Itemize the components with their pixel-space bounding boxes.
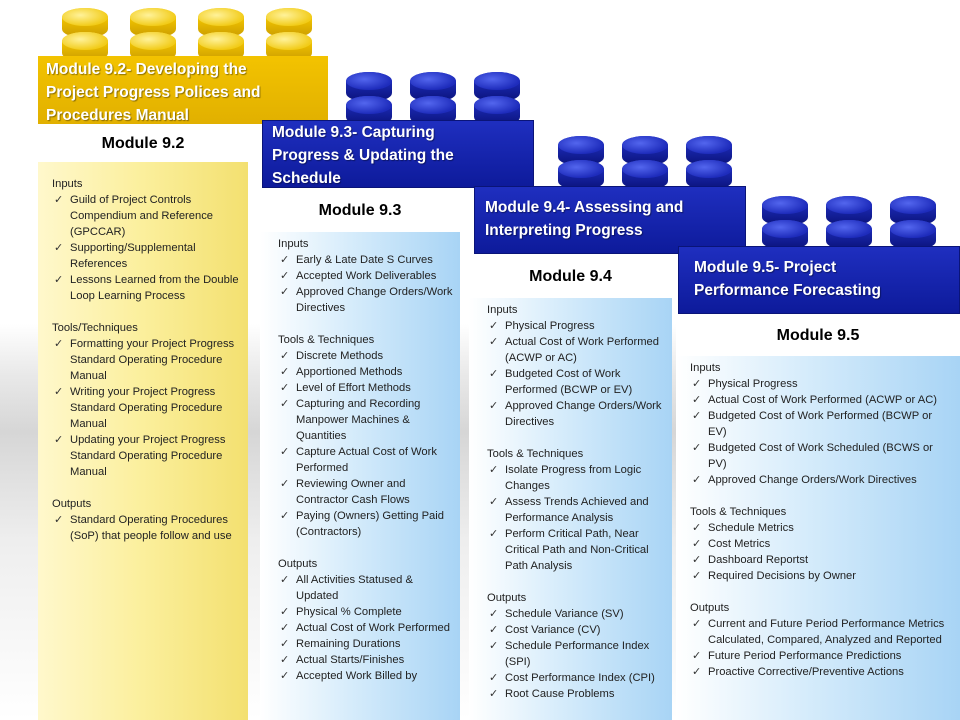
list-item: Accepted Work Billed by [278, 668, 454, 684]
list-item: Actual Cost of Work Performed [278, 620, 454, 636]
list-item: Remaining Durations [278, 636, 454, 652]
module-9-2-panel: Module 9.2 InputsGuild of Project Contro… [38, 124, 248, 720]
list-item: Physical Progress [690, 376, 950, 392]
list-item: Paying (Owners) Getting Paid (Contractor… [278, 508, 454, 540]
list-item: Budgeted Cost of Work Scheduled (BCWS or… [690, 440, 950, 472]
outputs-list: Schedule Variance (SV)Cost Variance (CV)… [487, 606, 666, 702]
list-item: Proactive Corrective/Preventive Actions [690, 664, 950, 680]
brick-stud [890, 220, 936, 250]
outputs-list: Standard Operating Procedures (SoP) that… [52, 512, 240, 544]
list-item: Discrete Methods [278, 348, 454, 364]
list-item: Early & Late Date S Curves [278, 252, 454, 268]
inputs-label: Inputs [52, 178, 83, 190]
list-item: Cost Metrics [690, 536, 950, 552]
list-item: Assess Trends Achieved and Performance A… [487, 494, 666, 526]
brick-stud [686, 136, 732, 166]
tools-list: Isolate Progress from Logic ChangesAsses… [487, 462, 666, 574]
module-9-3-panel: Module 9.3 InputsEarly & Late Date S Cur… [260, 188, 460, 720]
tools-label: Tools & Techniques [487, 448, 584, 460]
list-item: Apportioned Methods [278, 364, 454, 380]
list-item: Physical % Complete [278, 604, 454, 620]
list-item: Level of Effort Methods [278, 380, 454, 396]
list-item: Perform Critical Path, Near Critical Pat… [487, 526, 666, 574]
inputs-list: Early & Late Date S CurvesAccepted Work … [278, 252, 454, 316]
list-item: Budgeted Cost of Work Performed (BCWP or… [487, 366, 666, 398]
list-item: Accepted Work Deliverables [278, 268, 454, 284]
inputs-list: Physical ProgressActual Cost of Work Per… [690, 376, 950, 488]
brick-stud [762, 220, 808, 250]
list-item: Lessons Learned from the Double Loop Lea… [52, 272, 240, 304]
list-item: Physical Progress [487, 318, 666, 334]
list-item: Cost Performance Index (CPI) [487, 670, 666, 686]
list-item: Updating your Project Progress Standard … [52, 432, 240, 480]
inputs-list: Physical ProgressActual Cost of Work Per… [487, 318, 666, 430]
brick-body [474, 186, 746, 254]
outputs-label: Outputs [278, 558, 318, 570]
outputs-list: Current and Future Period Performance Me… [690, 616, 950, 680]
list-item: Future Period Performance Predictions [690, 648, 950, 664]
tools-label: Tools/Techniques [52, 322, 138, 334]
tools-list: Schedule MetricsCost MetricsDashboard Re… [690, 520, 950, 584]
module-9-5-panel: Module 9.5 InputsPhysical ProgressActual… [676, 314, 960, 720]
brick-body [262, 120, 534, 188]
list-item: Approved Change Orders/Work Directives [690, 472, 950, 488]
brick-stud [686, 160, 732, 190]
module-9-3-title: Module 9.3- Capturing Progress & Updatin… [272, 124, 454, 187]
module-9-4-title: Module 9.4- Assessing and Interpreting P… [485, 199, 684, 239]
brick-stud [762, 196, 808, 226]
list-item: Required Decisions by Owner [690, 568, 950, 584]
outputs-label: Outputs [487, 592, 527, 604]
list-item: Approved Change Orders/Work Directives [487, 398, 666, 430]
list-item: Actual Starts/Finishes [278, 652, 454, 668]
list-item: Schedule Metrics [690, 520, 950, 536]
module-9-5-header: Module 9.5 [676, 314, 960, 356]
inputs-label: Inputs [278, 238, 309, 250]
brick-body [678, 246, 960, 314]
list-item: Standard Operating Procedures (SoP) that… [52, 512, 240, 544]
inputs-label: Inputs [487, 304, 518, 316]
list-item: Reviewing Owner and Contractor Cash Flow… [278, 476, 454, 508]
outputs-list: All Activities Statused & UpdatedPhysica… [278, 572, 454, 684]
list-item: Actual Cost of Work Performed (ACWP or A… [690, 392, 950, 408]
module-9-2-title: Module 9.2- Developing the Project Progr… [46, 61, 261, 124]
list-item: Writing your Project Progress Standard O… [52, 384, 240, 432]
list-item: Root Cause Problems [487, 686, 666, 702]
list-item: Isolate Progress from Logic Changes [487, 462, 666, 494]
tools-label: Tools & Techniques [690, 506, 787, 518]
module-9-3-header: Module 9.3 [260, 188, 460, 232]
list-item: Supporting/Supplemental References [52, 240, 240, 272]
brick-stud [474, 96, 520, 126]
brick-stud [346, 72, 392, 102]
brick-stud [558, 160, 604, 190]
list-item: Dashboard Reportst [690, 552, 950, 568]
brick-body [38, 56, 328, 124]
list-item: Formatting your Project Progress Standar… [52, 336, 240, 384]
brick-stud [622, 160, 668, 190]
inputs-label: Inputs [690, 362, 721, 374]
list-item: All Activities Statused & Updated [278, 572, 454, 604]
list-item: Current and Future Period Performance Me… [690, 616, 950, 648]
inputs-list: Guild of Project Controls Compendium and… [52, 192, 240, 304]
list-item: Approved Change Orders/Work Directives [278, 284, 454, 316]
list-item: Capturing and Recording Manpower Machine… [278, 396, 454, 444]
list-item: Budgeted Cost of Work Performed (BCWP or… [690, 408, 950, 440]
brick-stud [826, 220, 872, 250]
list-item: Guild of Project Controls Compendium and… [52, 192, 240, 240]
tools-list: Formatting your Project Progress Standar… [52, 336, 240, 480]
tools-list: Discrete MethodsApportioned MethodsLevel… [278, 348, 454, 540]
list-item: Capture Actual Cost of Work Performed [278, 444, 454, 476]
list-item: Cost Variance (CV) [487, 622, 666, 638]
tools-label: Tools & Techniques [278, 334, 375, 346]
list-item: Schedule Variance (SV) [487, 606, 666, 622]
list-item: Actual Cost of Work Performed (ACWP or A… [487, 334, 666, 366]
module-9-4-header: Module 9.4 [469, 254, 672, 298]
outputs-label: Outputs [690, 602, 730, 614]
module-9-4-panel: Module 9.4 InputsPhysical ProgressActual… [469, 254, 672, 720]
list-item: Schedule Performance Index (SPI) [487, 638, 666, 670]
module-9-5-title: Module 9.5- Project Performance Forecast… [694, 259, 881, 299]
outputs-label: Outputs [52, 498, 92, 510]
module-9-2-header: Module 9.2 [38, 124, 248, 162]
